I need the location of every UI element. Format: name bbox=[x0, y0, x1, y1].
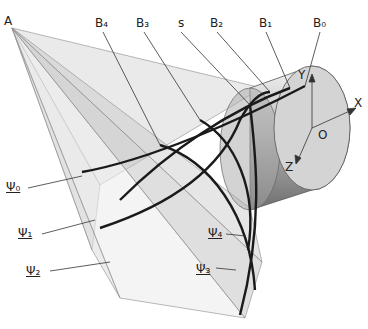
axis-label: Y bbox=[298, 68, 305, 82]
axis-label: Z bbox=[285, 160, 293, 174]
point-label: B₃ bbox=[136, 16, 149, 30]
plane-label: Ψ₁ bbox=[18, 226, 32, 240]
plane-label: Ψ₂ bbox=[26, 264, 40, 278]
plane-label: Ψ₀ bbox=[6, 180, 20, 194]
point-label: B₂ bbox=[210, 16, 223, 30]
leader-lines bbox=[28, 32, 320, 271]
curve-label: s bbox=[178, 16, 184, 30]
point-label: B₁ bbox=[259, 16, 272, 30]
plane-label: Ψ₄ bbox=[208, 226, 222, 240]
point-label: B₄ bbox=[95, 16, 108, 30]
axis-label: X bbox=[354, 96, 362, 110]
section-curves bbox=[82, 86, 305, 315]
cylinder bbox=[220, 66, 350, 210]
origin-label: O bbox=[318, 128, 327, 142]
point-label: B₀ bbox=[313, 16, 326, 30]
plane-label: Ψ₃ bbox=[196, 262, 210, 276]
apex-label: A bbox=[4, 14, 12, 28]
